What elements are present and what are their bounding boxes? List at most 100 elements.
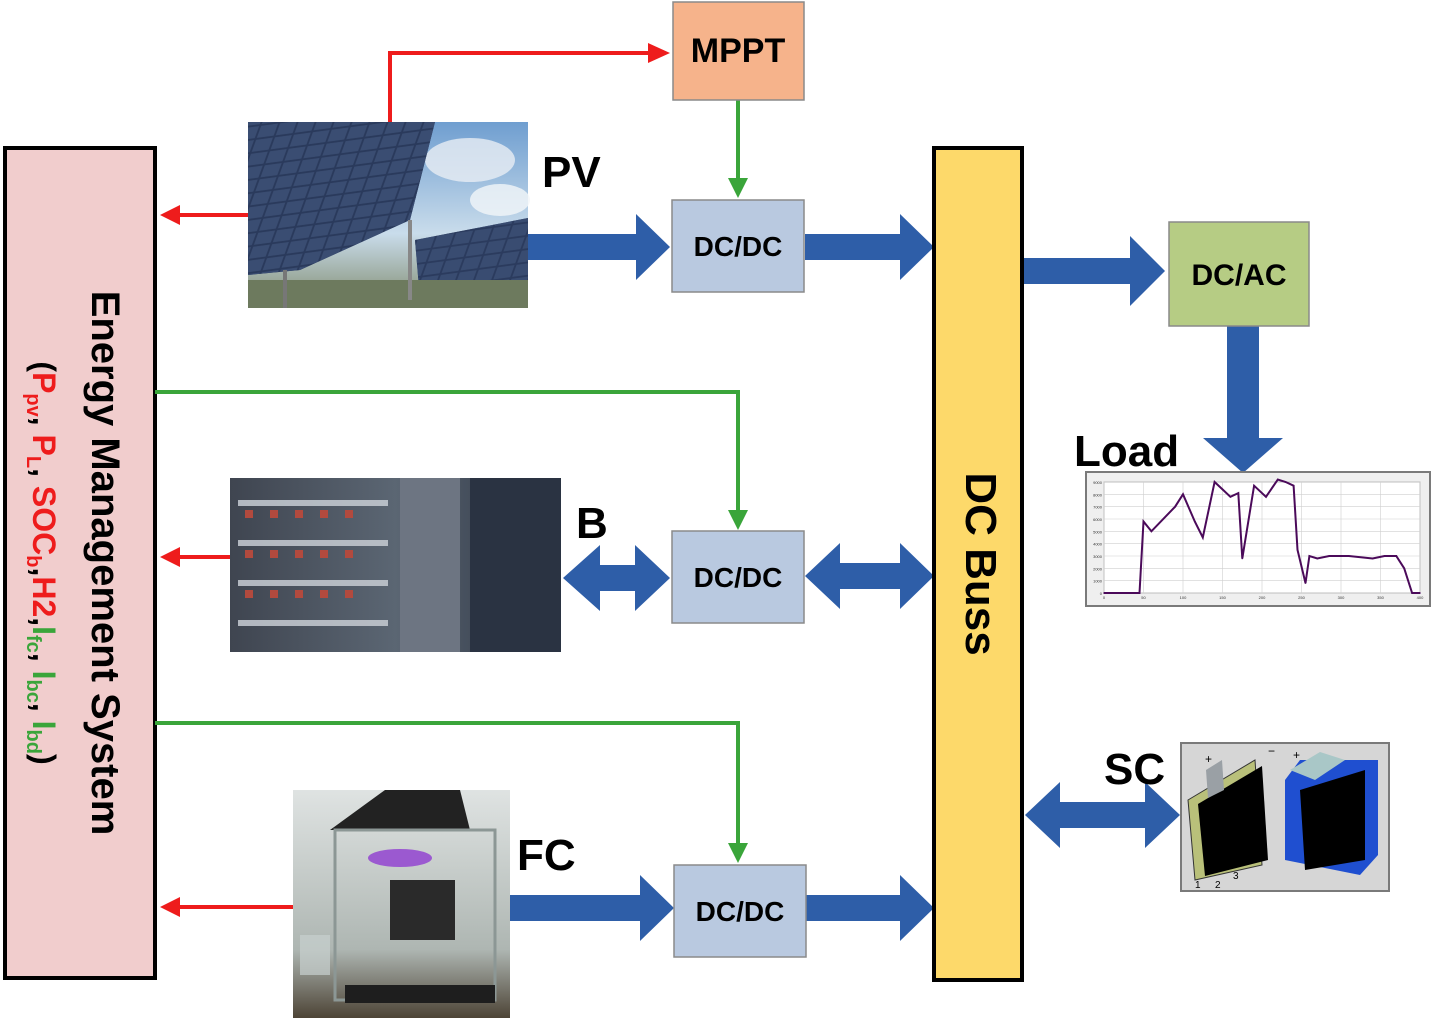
dcdc-fc-label: DC/DC — [696, 896, 785, 927]
dcdc-pv-label: DC/DC — [694, 231, 783, 262]
load-profile-point — [1182, 493, 1184, 496]
pv-dcdc-to-bus-power-arrow — [805, 214, 934, 280]
supercap-minus-terminal: − — [1268, 744, 1275, 758]
load-profile-point — [1316, 557, 1319, 560]
ems-p-pv: P — [26, 372, 62, 393]
battery-rack-photo-icon — [230, 478, 561, 652]
load-chart-y-tick-label: 5000 — [1093, 529, 1103, 534]
dcdc-battery-label: DC/DC — [694, 562, 783, 593]
fc-to-dcdc-power-arrow — [510, 875, 674, 941]
mppt-block: MPPT — [672, 1, 805, 101]
ems-i-fc: I — [26, 626, 62, 635]
load-profile-point — [1328, 555, 1330, 557]
pv-label: PV — [542, 148, 601, 197]
ems-soc: SOC — [26, 486, 62, 555]
ems-title: Energy Management System — [83, 291, 127, 836]
load-chart-x-tick-label: 0 — [1103, 595, 1106, 600]
fc-dcdc-to-bus-power-arrow — [805, 875, 934, 941]
ems-block: Energy Management System (Ppv, PL, SOCb,… — [3, 146, 157, 980]
load-profile-point — [1419, 592, 1421, 594]
load-profile-point — [1142, 520, 1145, 523]
load-profile-point — [1304, 582, 1307, 584]
load-chart-x-tick-label: 50 — [1141, 595, 1146, 600]
load-profile-point — [1201, 536, 1204, 539]
load-profile-point — [1241, 557, 1244, 560]
load-profile-point — [1403, 567, 1405, 570]
ems-i-bc: I — [26, 671, 62, 680]
load-profile-point — [1194, 520, 1196, 523]
load-profile-point — [1253, 484, 1255, 487]
load-profile-line — [1104, 478, 1420, 594]
load-chart-y-tick-label: 9000 — [1093, 480, 1103, 485]
load-chart-x-tick-label: 300 — [1338, 595, 1345, 600]
load-profile-point — [1340, 555, 1342, 557]
load-profile-point — [1371, 557, 1374, 560]
load-chart-x-tick-label: 400 — [1417, 595, 1424, 600]
load-chart-y-tick-label: 1000 — [1093, 579, 1103, 584]
ems-to-battery-dcdc-signal — [155, 390, 740, 512]
load-profile-point — [1411, 592, 1413, 594]
battery-label: B — [576, 499, 608, 548]
supercap-callout-1: 1 — [1195, 880, 1201, 891]
fc-to-ems-arrowhead — [160, 897, 180, 917]
load-profile-point — [1174, 505, 1176, 508]
load-chart-x-tick-label: 200 — [1259, 595, 1266, 600]
svg-text:(Ppv, PL, SOCb,H2,Ifc, Ibc, Ib: (Ppv, PL, SOCb,H2,Ifc, Ibc, Ibd) — [22, 361, 62, 764]
pv-to-mppt-arrowhead — [648, 43, 670, 63]
dcac-to-load-power-arrow — [1203, 326, 1283, 473]
supercap-callout-3: 3 — [1233, 871, 1239, 882]
load-chart-x-tick-label: 350 — [1377, 595, 1384, 600]
ems-to-battery-dcdc-arrowhead — [728, 510, 748, 530]
load-chart-x-tick-label: 150 — [1219, 595, 1226, 600]
ems-h2: H2 — [26, 576, 62, 617]
battery-to-ems-arrowhead — [160, 547, 180, 567]
load-profile-point — [1150, 530, 1153, 533]
pv-to-ems-arrowhead — [160, 205, 180, 225]
load-profile-point — [1229, 496, 1232, 498]
supercap-plus-terminal-1: + — [1205, 752, 1212, 766]
supercapacitor-illustration-icon: + − + 1 2 3 — [1180, 742, 1390, 892]
supercap-label: SC — [1104, 745, 1165, 794]
load-profile-points — [1103, 478, 1421, 594]
load-chart-y-tick-label: 8000 — [1093, 492, 1103, 497]
load-chart-y-tick-label: 0 — [1100, 591, 1103, 596]
ems-to-fc-dcdc-arrowhead — [728, 843, 748, 863]
load-chart-y-tick-label: 3000 — [1093, 554, 1103, 559]
fuel-cell-label: FC — [517, 831, 576, 880]
load-profile-point — [1308, 555, 1311, 557]
battery-dcdc-bus-bidirectional-arrow — [805, 543, 934, 609]
bus-supercap-bidirectional-arrow — [1025, 782, 1180, 848]
load-profile-point — [1292, 484, 1295, 487]
load-profile-point — [1395, 555, 1398, 557]
load-profile-point — [1103, 592, 1105, 594]
signal-lines — [155, 43, 748, 917]
mppt-label: MPPT — [691, 32, 786, 70]
dc-bus-label: DC Buss — [956, 472, 1005, 655]
dcdc-pv-block: DC/DC — [671, 199, 805, 293]
load-profile-point — [1296, 549, 1299, 551]
dcdc-fc-block: DC/DC — [673, 864, 807, 958]
supercap-callout-2: 2 — [1215, 880, 1221, 891]
ems-p-l: P — [26, 435, 62, 456]
ems-open-paren: ( — [26, 361, 62, 372]
load-profile-point — [1284, 481, 1287, 483]
load-profile-point — [1383, 555, 1386, 557]
power-flow-arrows — [510, 214, 1283, 941]
dc-bus: DC Buss — [932, 146, 1024, 982]
pv-to-mppt-signal — [388, 51, 655, 122]
bus-to-dcac-power-arrow — [1022, 236, 1165, 306]
ems-close-paren: ) — [26, 754, 62, 765]
dcdc-battery-block: DC/DC — [671, 530, 805, 624]
load-profile-point — [1348, 555, 1350, 557]
ems-i-bd: I — [26, 721, 62, 730]
load-chart-y-tick-label: 4000 — [1093, 542, 1103, 547]
load-profile-point — [1265, 496, 1267, 498]
pv-to-dcdc-power-arrow — [528, 214, 670, 280]
load-chart-y-tick-label: 7000 — [1093, 505, 1103, 510]
load-chart-x-tick-label: 100 — [1180, 595, 1187, 600]
ems-parameters: (Ppv, PL, SOCb,H2,Ifc, Ibc, Ibd) — [22, 361, 62, 764]
